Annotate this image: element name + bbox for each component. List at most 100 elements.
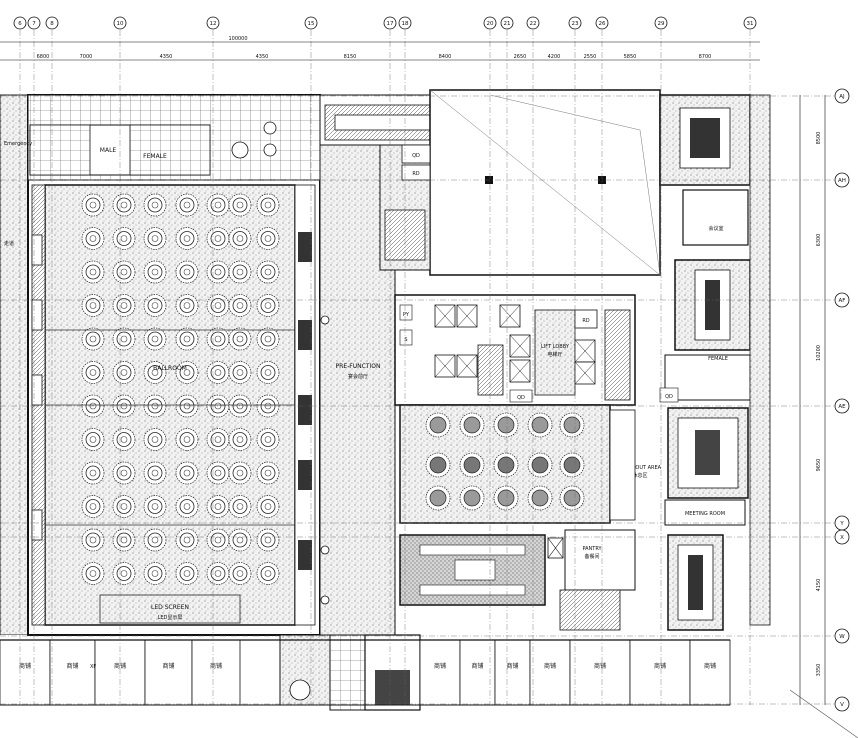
right-dimension: 4150	[816, 579, 822, 592]
shop-label: 商铺	[210, 662, 222, 670]
grid-bubble: 8	[45, 16, 59, 30]
lift-shaft	[499, 304, 521, 328]
shop-unit: 商铺	[689, 639, 731, 706]
ballroom-round-table	[81, 428, 105, 451]
ballroom-round-table	[175, 461, 199, 485]
lift-shaft	[456, 354, 478, 378]
breakout-round-table	[493, 485, 519, 511]
ballroom-round-table	[175, 428, 199, 451]
grid-bubble: Y	[834, 515, 850, 531]
grid-bubble: 26	[595, 16, 609, 30]
ballroom-round-table	[256, 528, 280, 552]
ballroom-round-table	[175, 495, 199, 518]
ballroom-round-table	[175, 562, 199, 585]
shop-unit: 商铺	[419, 639, 461, 706]
grid-bubble: 31	[743, 16, 757, 30]
breakout-round-table	[425, 485, 451, 511]
shop-unit: 商铺	[49, 639, 96, 706]
lift-shafts	[434, 304, 596, 385]
breakout-round-table	[493, 452, 519, 478]
ballroom-round-table	[112, 428, 136, 451]
ballroom-round-table	[81, 562, 105, 585]
ballroom: LED SCREEN LED显示屏 BALLROOM	[27, 94, 321, 636]
shop-label: 商铺	[19, 662, 31, 670]
ballroom-round-table	[81, 327, 105, 351]
ballroom-round-table	[112, 495, 136, 518]
grid-bubble: AF	[834, 292, 850, 308]
grid-bubble: AH	[834, 172, 850, 188]
grid-bubble: 20	[483, 16, 497, 30]
breakout-round-table	[425, 452, 451, 478]
ballroom-round-table	[112, 260, 136, 284]
ballroom-round-table	[112, 227, 136, 250]
top-dimension: 4200	[548, 54, 561, 60]
grid-bubble: W	[834, 628, 850, 644]
ballroom-round-table	[81, 528, 105, 552]
grid-bubble: AJ	[834, 88, 850, 104]
ballroom-round-table	[143, 361, 167, 384]
grid-bubble: 29	[654, 16, 668, 30]
ballroom-round-table	[256, 361, 280, 384]
ballroom-round-table	[112, 361, 136, 384]
grid-bubble: 10	[113, 16, 127, 30]
svg-text:AF: AF	[839, 298, 846, 304]
ballroom-round-table	[228, 327, 252, 351]
svg-text:15: 15	[308, 21, 315, 27]
male-label: MALE	[100, 147, 117, 154]
ballroom-round-table	[143, 495, 167, 518]
female-right-label: FEMALE	[708, 356, 728, 362]
svg-text:7: 7	[32, 21, 36, 27]
breakout-round-table	[527, 452, 553, 478]
ballroom-round-table	[206, 562, 230, 585]
breakout-round-table	[527, 485, 553, 511]
ballroom-round-table	[112, 562, 136, 585]
ballroom-round-table	[206, 528, 230, 552]
svg-text:26: 26	[599, 21, 606, 27]
breakout-tables	[425, 412, 585, 511]
lift-shaft	[509, 359, 531, 383]
ballroom-round-table	[256, 193, 280, 217]
breakout-round-table	[559, 485, 585, 511]
ballroom-round-table	[81, 361, 105, 384]
exit-label: Emergency	[4, 141, 32, 147]
ballroom-round-table	[175, 528, 199, 552]
ballroom-round-table	[81, 461, 105, 485]
svg-text:17: 17	[387, 21, 394, 27]
shop-unit: 商铺	[494, 639, 531, 706]
ballroom-round-table	[175, 193, 199, 217]
breakout-round-table	[459, 412, 485, 438]
breakout-area: BREAKOUT AREA 休息区	[399, 404, 662, 524]
ballroom-round-table	[256, 495, 280, 518]
ballroom-round-table	[81, 294, 105, 317]
qd-label-3: QD	[665, 394, 673, 400]
svg-text:29: 29	[658, 21, 665, 27]
shop-label: 商铺	[66, 662, 78, 670]
breakout-round-table	[527, 412, 553, 438]
prefunction-label: PRE-FUNCTION	[336, 363, 381, 370]
ballroom-round-table	[206, 327, 230, 351]
ballroom-round-table	[228, 528, 252, 552]
service-core: LIFT LOBBY 电梯厅 RD PY S QD	[394, 294, 636, 406]
grid-bubble: 18	[398, 16, 412, 30]
svg-text:6: 6	[18, 21, 22, 27]
lift-shaft	[434, 354, 456, 378]
grid-bubble: 23	[568, 16, 582, 30]
shop-label: 商铺	[544, 662, 556, 670]
ballroom-round-table	[175, 327, 199, 351]
rd-label-2: RD	[582, 318, 589, 324]
shop-label: 商铺	[506, 662, 518, 670]
ballroom-round-table	[112, 327, 136, 351]
svg-text:10: 10	[117, 21, 124, 27]
ballroom-round-table	[143, 227, 167, 250]
svg-text:AH: AH	[838, 178, 846, 184]
buffet-area	[399, 534, 564, 606]
svg-text:AJ: AJ	[839, 94, 845, 100]
lift-shaft	[434, 304, 456, 328]
svg-text:X: X	[840, 535, 844, 541]
ballroom-round-table	[112, 461, 136, 485]
breakout-round-table	[459, 485, 485, 511]
shop-unit: 商铺	[144, 639, 193, 706]
meeting-rooms: 会议室 FEMALE QD MEETING ROOM	[659, 94, 771, 631]
